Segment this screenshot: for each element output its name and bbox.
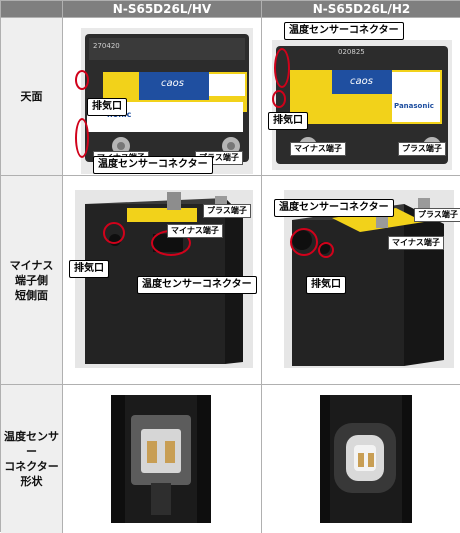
h2-connector-photo xyxy=(320,395,412,523)
row-head-side-view: マイナス 端子側 短側面 xyxy=(1,176,63,385)
h2-top-exhaust-ring xyxy=(272,90,286,108)
header-corner xyxy=(1,1,63,18)
h2-top-connector-callout: 温度センサーコネクター xyxy=(284,22,404,40)
hv-top-connector-callout: 温度センサーコネクター xyxy=(93,156,213,174)
h2-side-connector-callout: 温度センサーコネクター xyxy=(274,199,394,217)
hv-side-plus-tag: プラス端子 xyxy=(203,204,251,218)
h2-top-plus-tag: プラス端子 xyxy=(398,142,446,156)
row-head-top-view: 天面 xyxy=(1,18,63,176)
h2-side-exhaust-callout: 排気口 xyxy=(306,276,346,294)
h2-side-minus-tag: マイナス端子 xyxy=(388,236,444,250)
row-head-top-label: 天面 xyxy=(20,90,43,103)
h2-top-minus-tag: マイナス端子 xyxy=(290,142,346,156)
cell-h2-connector xyxy=(262,385,460,533)
row-head-connector-line1: 温度センサー xyxy=(4,430,59,458)
hv-side-exhaust-ring xyxy=(103,222,125,244)
h2-connector-drawing xyxy=(320,395,412,523)
row-head-side-line1: マイナス xyxy=(9,258,54,272)
hv-brand-text: caos xyxy=(161,78,184,89)
hv-connector-drawing xyxy=(111,395,211,523)
row-head-side-line3: 短側面 xyxy=(15,288,48,302)
h2-code-text: 020825 xyxy=(338,48,365,56)
h2-side-connector-ring xyxy=(290,228,318,256)
h2-side-plus-tag: プラス端子 xyxy=(414,208,460,222)
cell-hv-side: プラス端子 マイナス端子 排気口 温度センサーコネクター xyxy=(63,176,262,385)
row-head-side-line2: 端子側 xyxy=(15,273,48,287)
hv-top-photo: 270420 caos nonic xyxy=(81,28,253,174)
cell-hv-connector xyxy=(63,385,262,533)
hv-side-connector-callout: 温度センサーコネクター xyxy=(137,276,257,294)
row-head-connector-shape: 温度センサー コネクター 形状 xyxy=(1,385,63,533)
hv-side-exhaust-callout: 排気口 xyxy=(69,260,109,278)
header-model-hv: N-S65D26L/HV xyxy=(63,1,262,18)
hv-top-exhaust-ring xyxy=(75,70,89,90)
header-model-h2: N-S65D26L/H2 xyxy=(262,1,460,18)
cell-hv-top: 270420 caos nonic 排気口 マイナス端子 プラス端子 温度センサ… xyxy=(63,18,262,176)
hv-connector-photo xyxy=(111,395,211,523)
hv-top-battery-drawing xyxy=(81,28,253,174)
cell-h2-top: 020825 caos Panasonic 温度センサーコネクター 排気口 マイ… xyxy=(262,18,460,176)
row-head-connector-line3: 形状 xyxy=(20,475,43,488)
h2-side-exhaust-ring xyxy=(318,242,334,258)
hv-top-exhaust-callout: 排気口 xyxy=(87,98,127,116)
hv-top-connector-ring xyxy=(75,118,89,158)
h2-maker-text: Panasonic xyxy=(394,102,434,110)
h2-top-exhaust-callout: 排気口 xyxy=(268,112,308,130)
hv-side-minus-tag: マイナス端子 xyxy=(167,224,223,238)
cell-h2-side: 温度センサーコネクター プラス端子 マイナス端子 排気口 xyxy=(262,176,460,385)
h2-brand-text: caos xyxy=(350,76,373,87)
row-head-connector-line2: コネクター xyxy=(4,460,59,473)
hv-code-text: 270420 xyxy=(93,42,120,50)
h2-top-connector-ring xyxy=(274,48,290,88)
